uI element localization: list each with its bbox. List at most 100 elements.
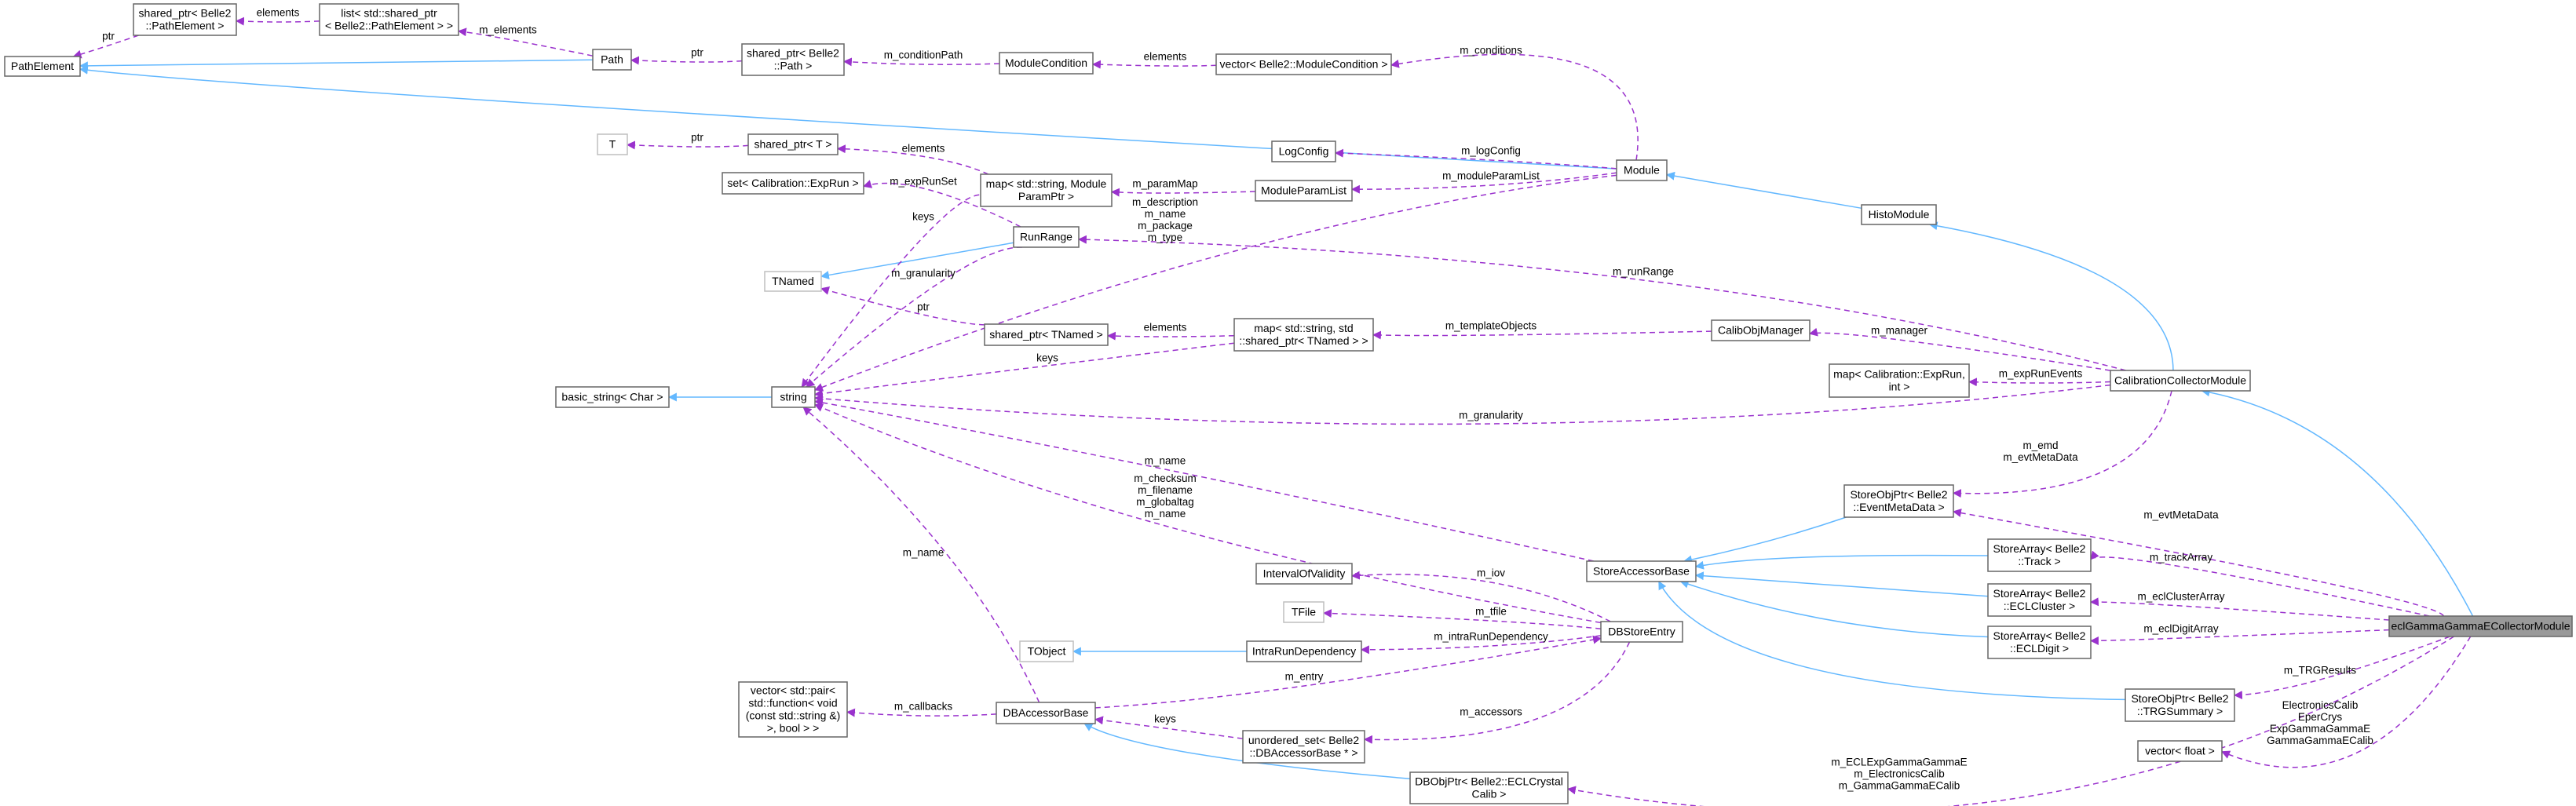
node-box[interactable] (1255, 180, 1353, 202)
class-node-mc[interactable]: ModuleCondition (999, 52, 1094, 75)
class-node-sa-cluster[interactable]: StoreArray< Belle2::ECLCluster > (1987, 583, 2092, 617)
node-box[interactable] (1246, 640, 1362, 662)
node-box[interactable] (984, 323, 1109, 346)
node-box[interactable] (1271, 140, 1336, 162)
node-box[interactable] (1616, 159, 1668, 181)
node-box[interactable] (1987, 583, 2092, 617)
edge-label: m_entry (1285, 671, 1324, 683)
edge-label: m_callbacks (894, 701, 953, 713)
class-node-sop-trg[interactable]: StoreObjPtr< Belle2::TRGSummary > (2125, 688, 2235, 722)
class-node-sp-pe[interactable]: shared_ptr< Belle2::PathElement > (133, 3, 237, 36)
nodes-layer: shared_ptr< Belle2::PathElement > list< s… (4, 3, 2573, 804)
class-node-iov[interactable]: IntervalOfValidity (1255, 563, 1353, 585)
edge-label: ptr (691, 132, 703, 144)
class-node-ird[interactable]: IntraRunDependency (1246, 640, 1362, 662)
class-node-sp-t[interactable]: shared_ptr< T > (747, 133, 839, 155)
class-node-tnamed[interactable]: TNamed (764, 271, 822, 292)
class-node-dbab[interactable]: DBAccessorBase (996, 702, 1096, 724)
class-node-pe[interactable]: PathElement (4, 56, 81, 77)
edge-usage-list_pe-to-sp_pe (235, 16, 320, 26)
node-box[interactable] (738, 681, 848, 738)
edge-usage-dbab-to-dbse (1094, 635, 1602, 709)
node-box[interactable] (1600, 621, 1683, 643)
class-node-sp-path[interactable]: shared_ptr< Belle2::Path > (741, 43, 845, 76)
node-box[interactable] (1586, 560, 1697, 582)
node-box[interactable] (1711, 319, 1811, 341)
class-node-sa-track[interactable]: StoreArray< Belle2::Track > (1987, 538, 2092, 572)
node-box[interactable] (555, 386, 670, 408)
node-box[interactable] (999, 52, 1094, 75)
class-node-tobject[interactable]: TObject (1019, 640, 1074, 662)
class-node-sa-digit[interactable]: StoreArray< Belle2::ECLDigit > (1987, 625, 2092, 659)
class-node-runrange[interactable]: RunRange (1013, 226, 1080, 248)
node-box[interactable] (133, 3, 237, 36)
class-node-list-pe[interactable]: list< std::shared_ptr< Belle2::PathEleme… (319, 3, 459, 36)
node-box[interactable] (1843, 484, 1954, 518)
node-box[interactable] (1409, 771, 1569, 804)
class-node-uset[interactable]: unordered_set< Belle2::DBAccessorBase * … (1242, 730, 1365, 764)
node-box[interactable] (592, 49, 632, 71)
class-node-vec-pair[interactable]: vector< std::pair<std::function< void(co… (738, 681, 848, 738)
node-box[interactable] (722, 172, 864, 195)
node-box[interactable] (1283, 601, 1325, 623)
node-box[interactable] (1215, 53, 1392, 75)
edge-label: m_name (903, 547, 945, 559)
class-node-module[interactable]: Module (1616, 159, 1668, 181)
node-box[interactable] (597, 133, 628, 155)
node-box[interactable] (319, 3, 459, 36)
class-node-ccm[interactable]: CalibrationCollectorModule (2110, 370, 2251, 392)
class-node-logconfig[interactable]: LogConfig (1271, 140, 1336, 162)
node-box[interactable] (1242, 730, 1365, 764)
node-box[interactable] (2110, 370, 2251, 392)
edge-inheritance-sop_emd-to-sab (1683, 516, 1847, 564)
edge-usage-dbse-to-tfile (1322, 609, 1602, 629)
node-box[interactable] (1829, 363, 1970, 398)
class-node-map-tn[interactable]: map< std::string, std::shared_ptr< TName… (1233, 318, 1374, 352)
node-box[interactable] (771, 386, 816, 408)
class-node-path[interactable]: Path (592, 49, 632, 71)
edge-label: m_GammaGammaECalib (1839, 780, 1960, 792)
node-box[interactable] (1019, 640, 1074, 662)
class-node-dbse[interactable]: DBStoreEntry (1600, 621, 1683, 643)
node-box[interactable] (996, 702, 1096, 724)
node-box[interactable] (1987, 538, 2092, 572)
node-label: map< std::string, std (1254, 322, 1353, 334)
class-node-sab[interactable]: StoreAccessorBase (1586, 560, 1697, 582)
node-box[interactable] (1233, 318, 1374, 352)
node-box[interactable] (980, 173, 1113, 207)
class-node-vec-mc[interactable]: vector< Belle2::ModuleCondition > (1215, 53, 1392, 75)
node-label: list< std::shared_ptr (341, 7, 437, 20)
class-node-sp-tn[interactable]: shared_ptr< TNamed > (984, 323, 1109, 346)
edge-usage-mc-to-sp_path (842, 57, 1000, 67)
node-box[interactable] (2137, 740, 2223, 762)
class-node-mpl[interactable]: ModuleParamList (1255, 180, 1353, 202)
node-box[interactable] (741, 43, 845, 76)
class-node-string[interactable]: string (771, 386, 816, 408)
edge-usage-mpl-to-map_mpp (1110, 188, 1256, 197)
node-box[interactable] (1013, 226, 1080, 248)
class-node-set-er[interactable]: set< Calibration::ExpRun > (722, 172, 864, 195)
node-box[interactable] (2125, 688, 2235, 722)
node-box[interactable] (764, 271, 822, 292)
edge-label: m_filename (1138, 484, 1193, 496)
class-node-sop-emd[interactable]: StoreObjPtr< Belle2::EventMetaData > (1843, 484, 1954, 518)
class-node-map-er-int[interactable]: map< Calibration::ExpRun,int > (1829, 363, 1970, 398)
class-node-basic-string[interactable]: basic_string< Char > (555, 386, 670, 408)
node-box[interactable] (4, 56, 81, 77)
class-node-vec-float[interactable]: vector< float > (2137, 740, 2223, 762)
class-node-ecl[interactable]: eclGammaGammaECollectorModule (2388, 615, 2573, 637)
node-box[interactable] (747, 133, 839, 155)
node-label: LogConfig (1279, 145, 1329, 158)
node-box[interactable] (1861, 204, 1937, 225)
class-node-com[interactable]: CalibObjManager (1711, 319, 1811, 341)
class-node-histo[interactable]: HistoModule (1861, 204, 1937, 225)
node-box[interactable] (1255, 563, 1353, 585)
node-box[interactable] (1987, 625, 2092, 659)
node-box[interactable] (2388, 615, 2573, 637)
node-label: StoreObjPtr< Belle2 (2131, 692, 2228, 705)
node-label: TObject (1028, 645, 1066, 658)
class-node-t[interactable]: T (597, 133, 628, 155)
class-node-tfile[interactable]: TFile (1283, 601, 1325, 623)
